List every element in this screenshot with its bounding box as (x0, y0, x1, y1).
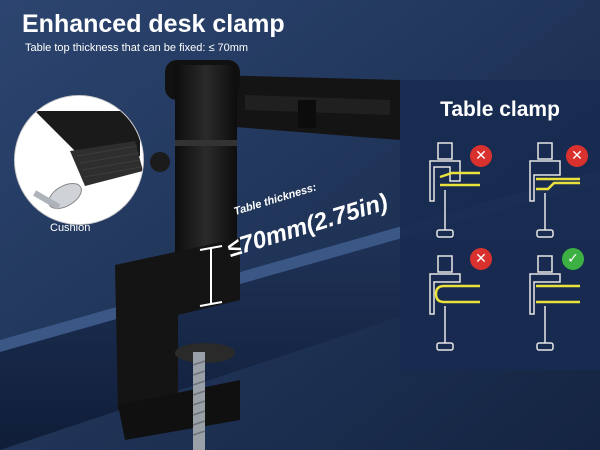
cushion-label: Cushion (50, 222, 91, 234)
tension-knob (150, 152, 170, 172)
clamp-body (115, 238, 240, 410)
clamp-diagram-cell: ✕ (400, 135, 500, 250)
incorrect-icon: ✕ (566, 145, 588, 167)
cushion-detail-image (14, 95, 144, 225)
thickness-marker (199, 245, 223, 307)
page-title: Enhanced desk clamp (22, 10, 285, 38)
incorrect-icon: ✕ (470, 248, 492, 270)
clamp-screw (193, 352, 205, 450)
clamp-diagram-cell: ✕ (400, 248, 500, 363)
clamp-diagram-cell: ✓ (500, 248, 600, 363)
correct-icon: ✓ (562, 248, 584, 270)
clamp-diagram-cell: ✕ (500, 135, 600, 250)
table-clamp-panel: Table clamp ✕ ✕ ✕ (400, 80, 600, 370)
pole (175, 65, 237, 255)
incorrect-icon: ✕ (470, 145, 492, 167)
panel-title: Table clamp (440, 98, 560, 121)
page-subtitle: Table top thickness that can be fixed: ≤… (25, 42, 249, 54)
